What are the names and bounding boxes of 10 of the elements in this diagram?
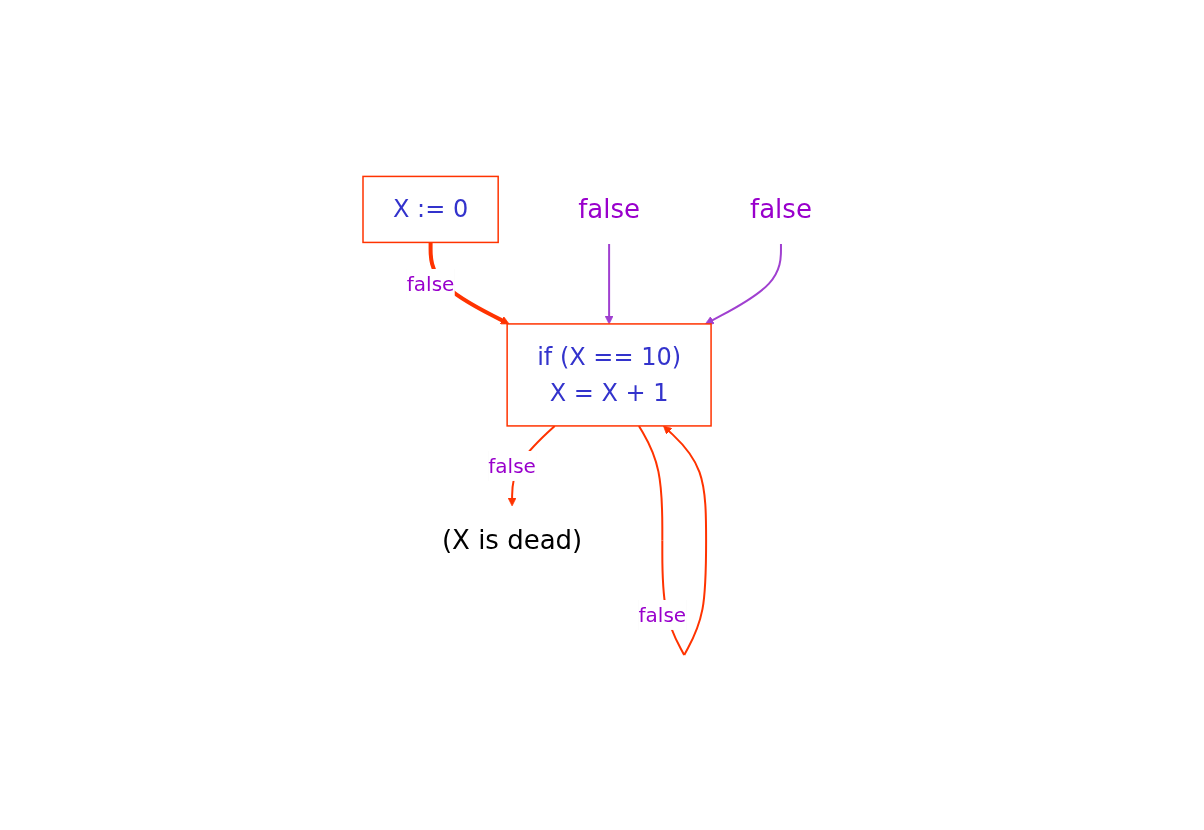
arrow [604,242,614,325]
node-text: (X is dead) [441,524,582,555]
node-text: false [749,193,812,224]
edge-label: false [487,453,536,478]
edge-label: false [406,271,454,296]
node-box: X := 0 [361,175,499,244]
arrow [704,242,782,325]
node-box: if (X == 10) X = X + 1 [505,323,712,427]
node-text: false [577,193,640,224]
edge-label: false [638,602,686,627]
